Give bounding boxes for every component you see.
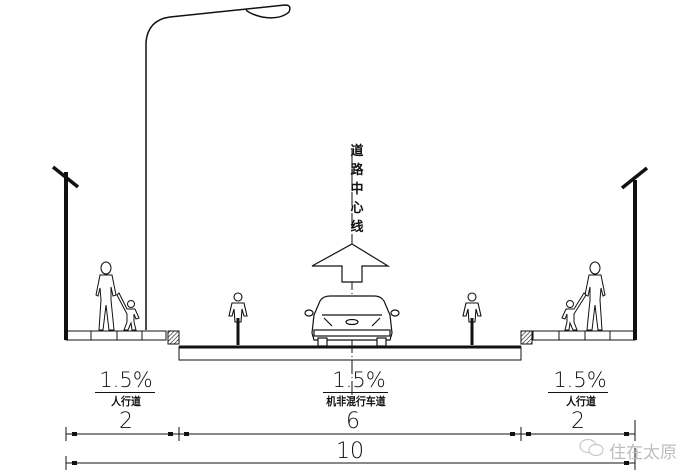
cyclist-left-icon xyxy=(228,292,248,345)
centerline-char: 中 xyxy=(350,182,364,197)
left-slope-underline xyxy=(95,392,155,393)
right-curb xyxy=(520,330,533,345)
watermark-text: 住在太原 xyxy=(609,443,677,463)
mixed-slope-underline xyxy=(323,392,388,393)
left-sidewalk-width: 2 xyxy=(119,409,133,434)
right-sidewalk-paving xyxy=(532,330,636,341)
pedestrian-left-icon xyxy=(95,261,140,331)
left-sidewalk-paving xyxy=(65,330,167,341)
up-arrow-icon xyxy=(311,243,391,283)
mixed-lane-slope: 1.5% xyxy=(332,368,386,392)
pedestrian-right-icon xyxy=(561,261,606,331)
left-curb xyxy=(167,330,180,345)
cyclist-right-icon xyxy=(462,292,482,345)
centerline-char: 心 xyxy=(350,201,364,216)
left-sign-pole-icon xyxy=(51,165,80,340)
wechat-icon xyxy=(579,438,604,457)
total-width: 10 xyxy=(336,439,364,464)
right-sidewalk-label: 人行道 xyxy=(566,395,596,408)
car-icon xyxy=(304,295,400,347)
street-lamp-icon xyxy=(145,4,291,330)
dimension-line-zones xyxy=(65,420,636,441)
dimension-line-total xyxy=(65,448,636,470)
centerline-char: 线 xyxy=(350,220,364,235)
roadway-slab xyxy=(178,345,522,361)
right-slope-underline xyxy=(548,392,608,393)
right-sidewalk-width: 2 xyxy=(571,409,585,434)
left-sidewalk-slope: 1.5% xyxy=(99,368,153,392)
centerline-char: 道 xyxy=(350,144,364,159)
centerline-label: 道 路 中 心 线 xyxy=(347,142,367,237)
centerline-char: 路 xyxy=(350,163,364,178)
left-sidewalk-label: 人行道 xyxy=(111,395,141,408)
mixed-lane-width: 6 xyxy=(346,409,360,434)
mixed-lane-label: 机非混行车道 xyxy=(326,395,386,408)
right-sign-pole-icon xyxy=(620,166,649,340)
right-sidewalk-slope: 1.5% xyxy=(553,368,607,392)
